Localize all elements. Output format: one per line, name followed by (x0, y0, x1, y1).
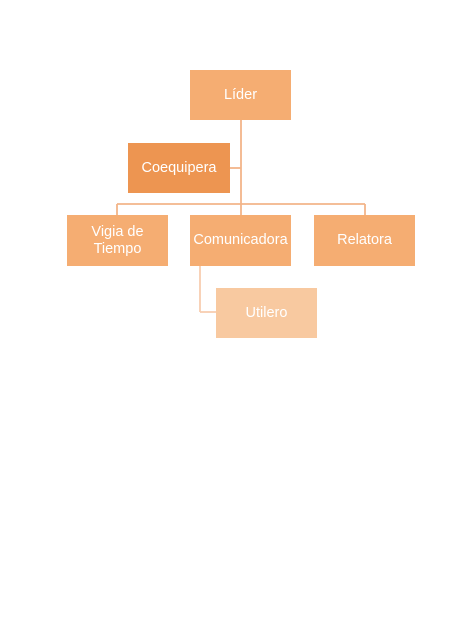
node-lider: Líder (190, 70, 291, 120)
node-relatora-label: Relatora (337, 232, 392, 249)
node-vigia-label: Vigia de Tiempo (91, 223, 144, 257)
node-vigia-de-tiempo: Vigia de Tiempo (67, 215, 168, 266)
node-comunicadora-label: Comunicadora (193, 232, 288, 249)
node-comunicadora: Comunicadora (190, 215, 291, 266)
node-coequipera-label: Coequipera (141, 159, 217, 176)
node-utilero-label: Utilero (245, 304, 288, 321)
node-relatora: Relatora (314, 215, 415, 266)
node-lider-label: Líder (223, 86, 258, 103)
node-utilero: Utilero (216, 288, 317, 338)
node-coequipera: Coequipera (128, 143, 230, 193)
